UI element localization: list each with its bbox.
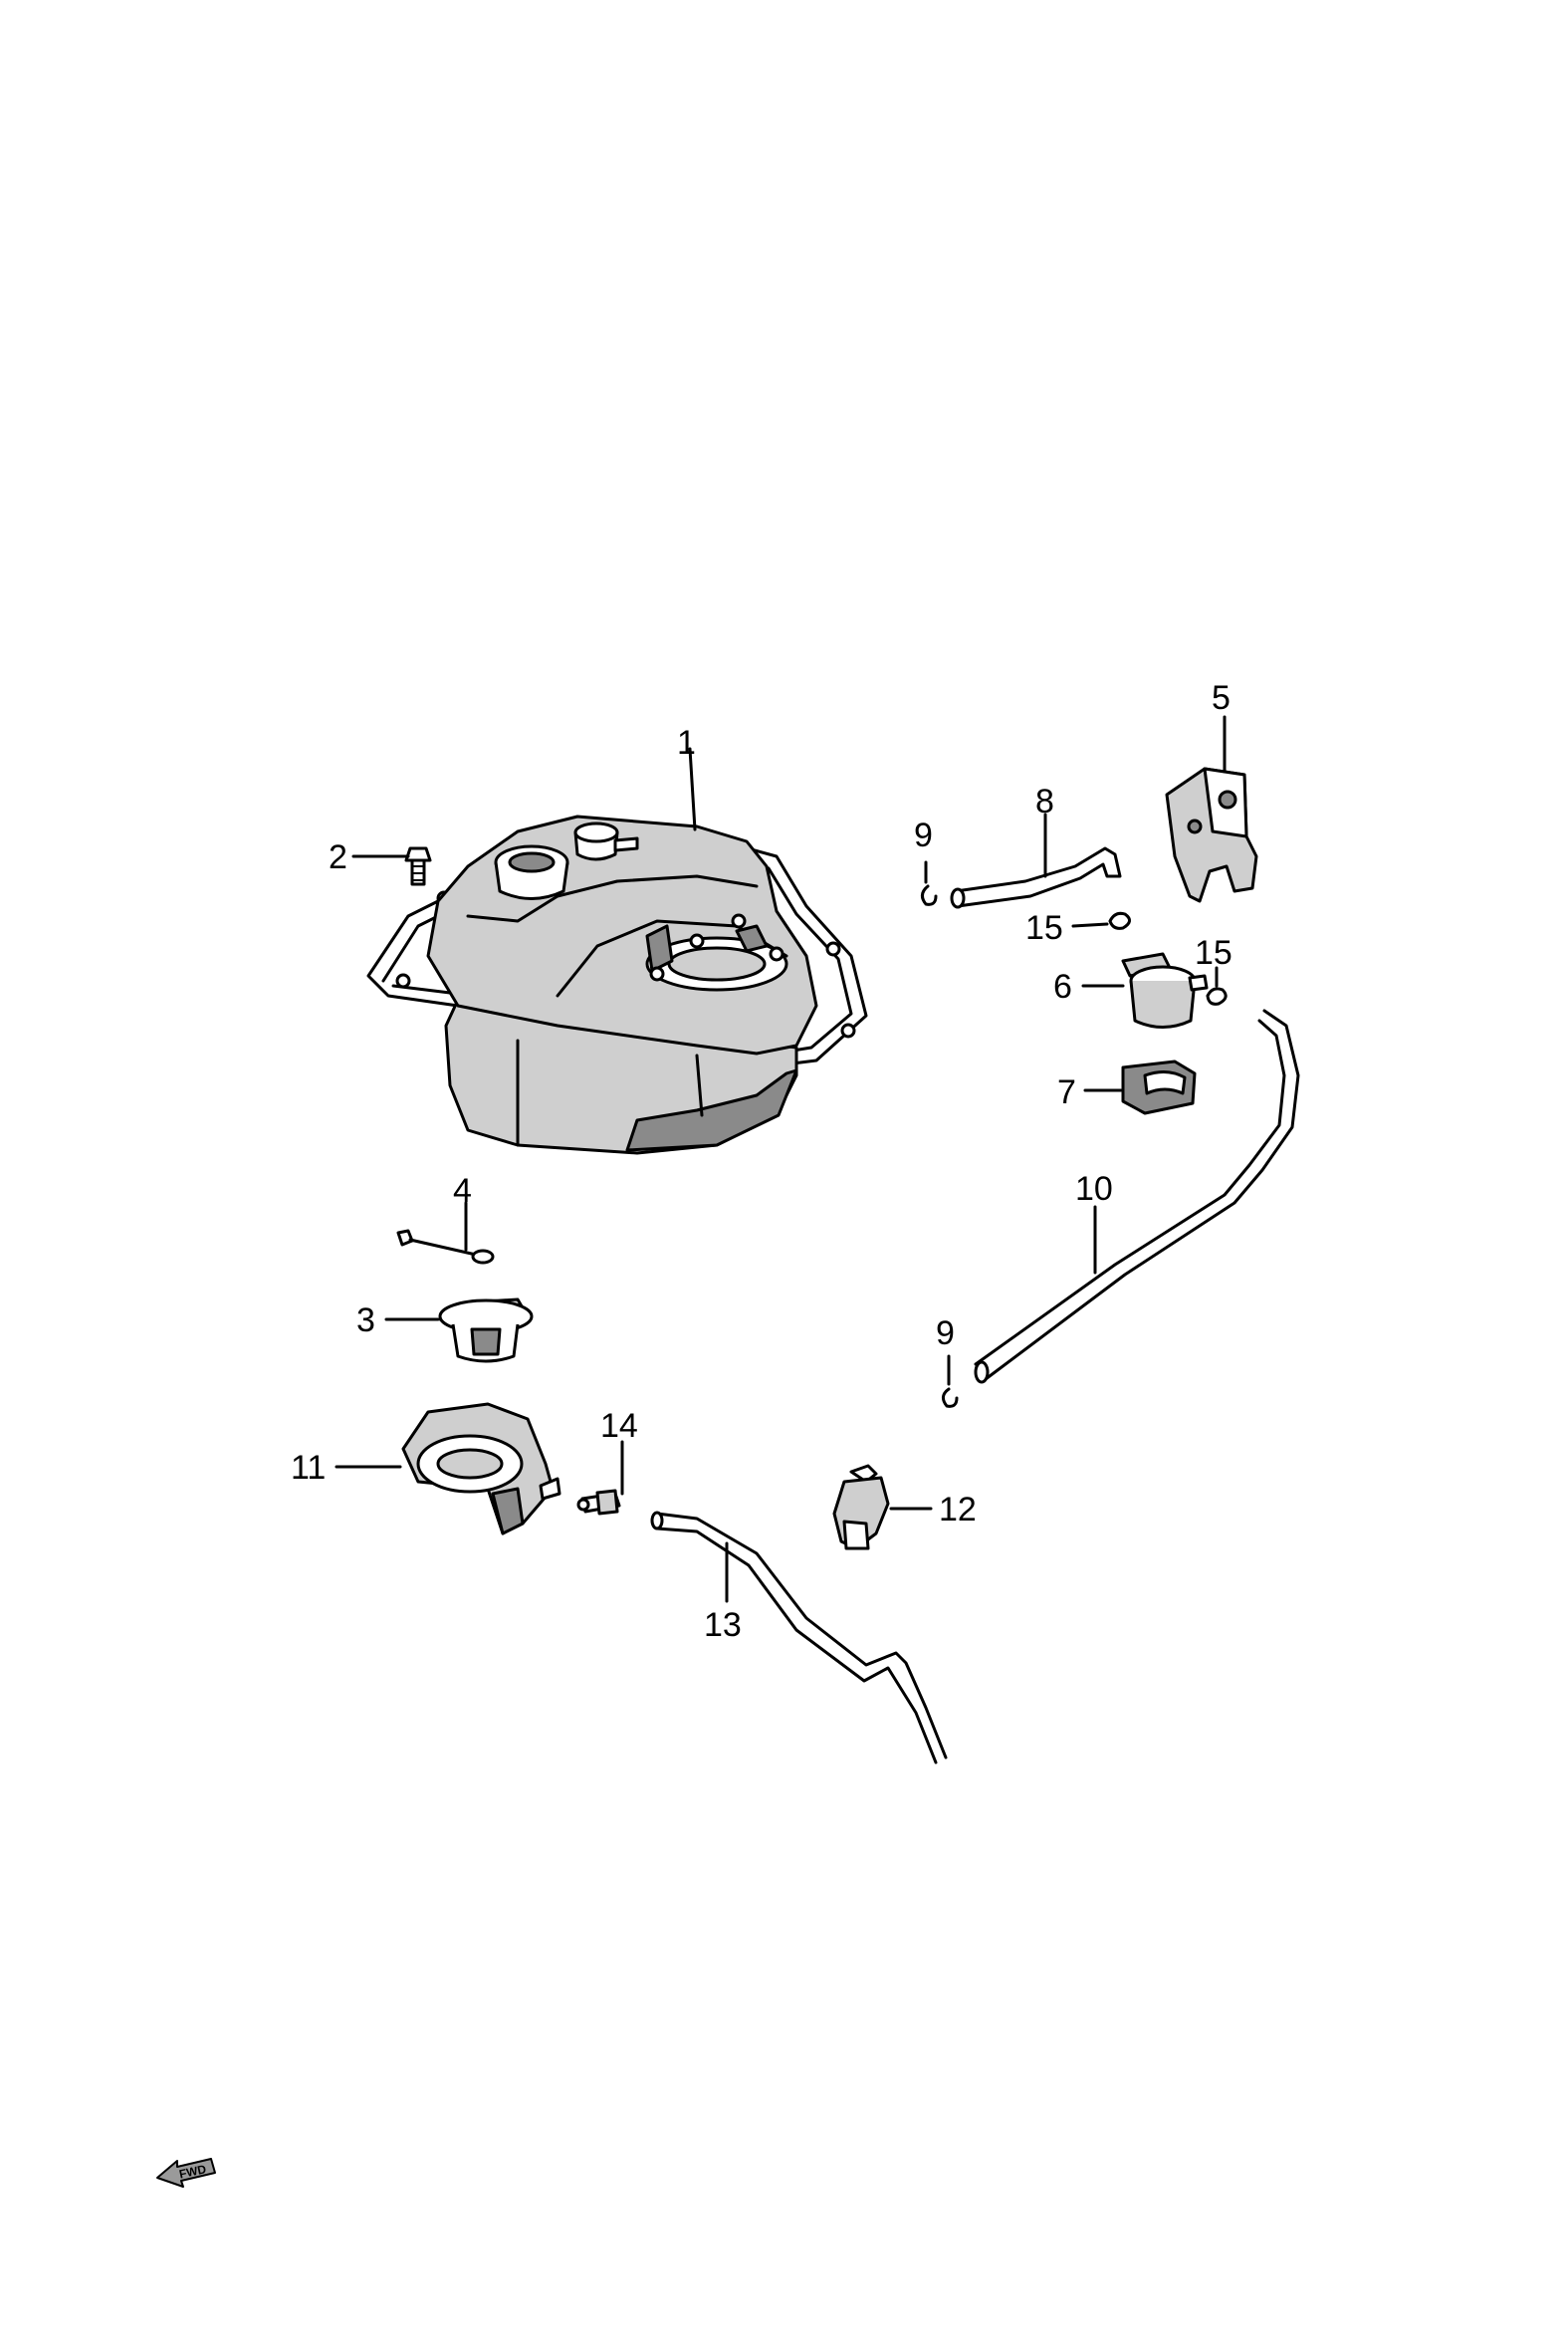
callout-1: 1 [677, 724, 696, 762]
bracket-part-5[interactable]: 5 [1165, 679, 1258, 903]
callout-15-right: 15 [1195, 934, 1232, 972]
callout-8: 8 [1035, 783, 1054, 821]
callout-6: 6 [1053, 968, 1072, 1006]
callout-5: 5 [1212, 679, 1231, 717]
hose-part-10[interactable]: 10 [974, 1009, 1300, 1384]
clip-part-9-upper[interactable]: 9 [914, 817, 938, 906]
callout-12: 12 [939, 1491, 977, 1529]
hose-part-13[interactable]: 13 [650, 1511, 948, 1764]
fuel-filter-part[interactable]: 6 [1053, 952, 1209, 1029]
cover-part[interactable]: 11 [291, 1402, 561, 1535]
callout-9-lower: 9 [936, 1314, 955, 1352]
callout-9-upper: 9 [914, 817, 933, 854]
clip-part-9-lower[interactable]: 9 [936, 1314, 959, 1408]
rubber-mount-part[interactable]: 7 [1057, 1059, 1197, 1115]
fwd-arrow-icon: FWD [156, 2158, 216, 2188]
hose-part-8[interactable]: 8 [950, 783, 1122, 909]
fuel-tank-part[interactable]: 1 [366, 724, 868, 1155]
callout-14: 14 [600, 1407, 638, 1445]
connector-part[interactable]: 14 [576, 1407, 638, 1516]
callout-13: 13 [704, 1606, 742, 1644]
fwd-label: FWD [178, 2162, 208, 2181]
callout-7: 7 [1057, 1073, 1076, 1111]
callout-4: 4 [453, 1172, 472, 1210]
callout-15-left: 15 [1025, 909, 1063, 947]
bracket-part-12[interactable]: 12 [832, 1464, 977, 1550]
clip-part-15-right[interactable]: 15 [1195, 934, 1232, 1006]
callout-2: 2 [329, 838, 347, 876]
clip-part-15-left[interactable]: 15 [1025, 909, 1131, 947]
pump-cap-part[interactable]: 3 [356, 1297, 534, 1363]
strap-part[interactable]: 4 [396, 1172, 495, 1265]
callout-10: 10 [1075, 1170, 1113, 1208]
bolt-part[interactable]: 2 [329, 838, 432, 886]
callout-3: 3 [356, 1301, 375, 1339]
callout-11: 11 [291, 1449, 326, 1487]
